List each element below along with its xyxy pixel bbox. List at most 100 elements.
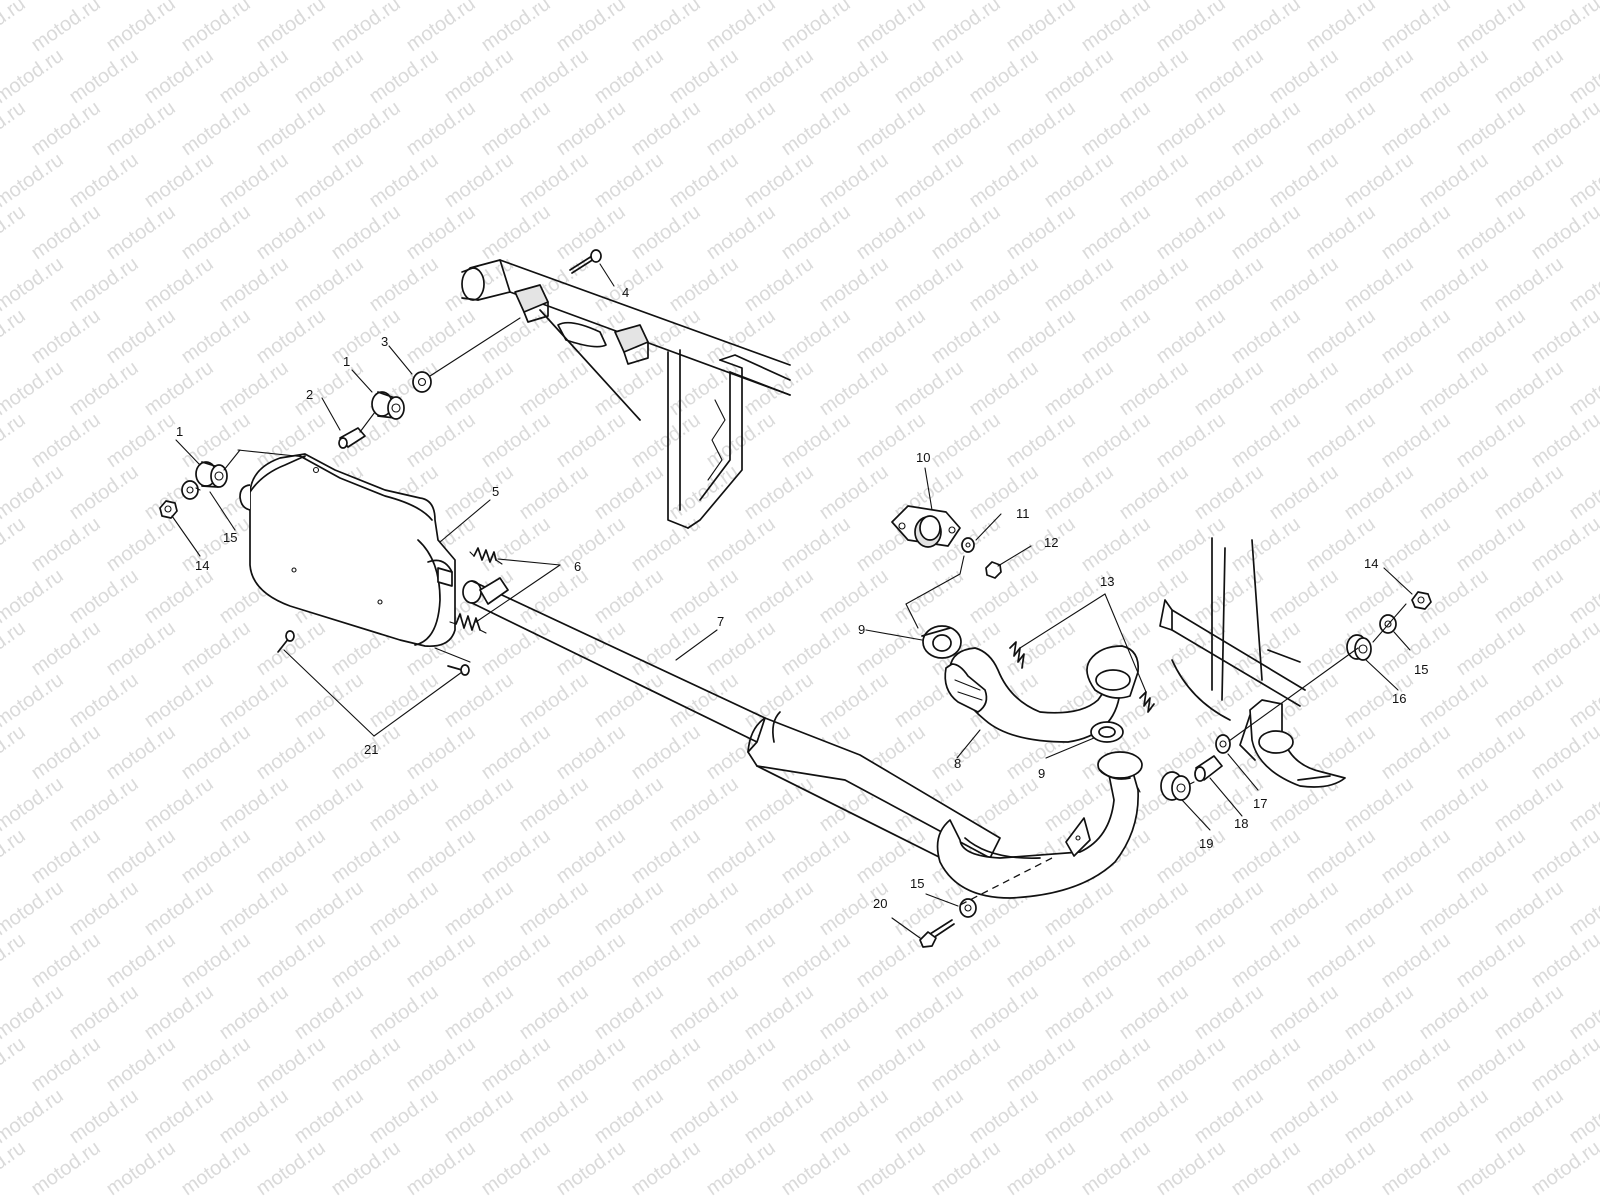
watermark-text: motod.ru: [477, 1137, 554, 1200]
watermark-text: motod.ru: [590, 45, 667, 108]
bolt-muffler-lower: [447, 664, 470, 676]
callout-18: 18: [1234, 816, 1248, 831]
watermark-text: motod.ru: [552, 97, 629, 160]
watermark-text: motod.ru: [740, 981, 817, 1044]
watermark-text: motod.ru: [327, 1033, 404, 1096]
watermark-text: motod.ru: [1340, 253, 1417, 316]
watermark-text: motod.ru: [1002, 1033, 1079, 1096]
watermark-text: motod.ru: [177, 617, 254, 680]
watermark-text: motod.ru: [102, 513, 179, 576]
watermark-text: motod.ru: [927, 201, 1004, 264]
watermark-text: motod.ru: [1227, 1137, 1304, 1200]
watermark-text: motod.ru: [552, 513, 629, 576]
watermark-text: motod.ru: [365, 253, 442, 316]
watermark-text: motod.ru: [1152, 929, 1229, 992]
watermark-text: motod.ru: [27, 825, 104, 888]
nut-right: [1411, 591, 1432, 610]
watermark-text: motod.ru: [215, 669, 292, 732]
watermark-text: motod.ru: [552, 721, 629, 784]
watermark-text: motod.ru: [1152, 201, 1229, 264]
watermark-text: motod.ru: [0, 201, 30, 264]
watermark-text: motod.ru: [627, 97, 704, 160]
watermark-text: motod.ru: [777, 929, 854, 992]
washer-left: [181, 480, 199, 500]
watermark-text: motod.ru: [215, 1085, 292, 1148]
watermark-text: motod.ru: [1265, 565, 1342, 628]
watermark-text: motod.ru: [140, 149, 217, 212]
watermark-text: motod.ru: [1527, 0, 1600, 56]
watermark-text: motod.ru: [0, 877, 68, 940]
watermark-text: motod.ru: [777, 1137, 854, 1200]
watermark-text: motod.ru: [1415, 461, 1492, 524]
bolt-muffler-upper: [277, 630, 295, 653]
watermark-text: motod.ru: [1002, 409, 1079, 472]
watermark-text: motod.ru: [815, 1085, 892, 1148]
watermark-text: motod.ru: [365, 773, 442, 836]
watermark-text: motod.ru: [1265, 1085, 1342, 1148]
watermark-text: motod.ru: [215, 253, 292, 316]
watermark-text: motod.ru: [1152, 0, 1229, 56]
watermark-text: motod.ru: [702, 825, 779, 888]
callout-4: 4: [622, 285, 629, 300]
watermark-text: motod.ru: [1152, 617, 1229, 680]
watermark-text: motod.ru: [65, 461, 142, 524]
nut-left: [159, 500, 178, 519]
watermark-text: motod.ru: [1527, 1137, 1600, 1200]
watermark-text: motod.ru: [927, 97, 1004, 160]
watermark-text: motod.ru: [477, 1033, 554, 1096]
watermark-text: motod.ru: [1565, 981, 1600, 1044]
watermark-text: motod.ru: [290, 45, 367, 108]
watermark-text: motod.ru: [552, 1137, 629, 1200]
watermark-text: motod.ru: [252, 1137, 329, 1200]
watermark-text: motod.ru: [702, 97, 779, 160]
watermark-text: motod.ru: [515, 877, 592, 940]
watermark-text: motod.ru: [440, 1085, 517, 1148]
watermark-text: motod.ru: [140, 253, 217, 316]
watermark-text: motod.ru: [1190, 1085, 1267, 1148]
watermark-text: motod.ru: [402, 929, 479, 992]
watermark-text: motod.ru: [1265, 461, 1342, 524]
watermark-text: motod.ru: [777, 513, 854, 576]
watermark-text: motod.ru: [590, 149, 667, 212]
watermark-text: motod.ru: [440, 357, 517, 420]
callout-13: 13: [1100, 574, 1114, 589]
watermark-text: motod.ru: [1490, 773, 1567, 836]
watermark-text: motod.ru: [702, 1033, 779, 1096]
watermark-text: motod.ru: [627, 513, 704, 576]
watermark-text: motod.ru: [402, 1137, 479, 1200]
watermark-text: motod.ru: [1190, 981, 1267, 1044]
watermark-text: motod.ru: [590, 773, 667, 836]
watermark-text: motod.ru: [27, 201, 104, 264]
grommet: [371, 391, 405, 420]
watermark-text: motod.ru: [215, 981, 292, 1044]
watermark-text: motod.ru: [1415, 253, 1492, 316]
watermark-text: motod.ru: [177, 721, 254, 784]
watermark-text: motod.ru: [1302, 1033, 1379, 1096]
grommet-lower: [195, 461, 228, 488]
watermark-text: motod.ru: [1415, 45, 1492, 108]
watermark-text: motod.ru: [1152, 1033, 1229, 1096]
watermark-text: motod.ru: [1452, 409, 1529, 472]
watermark-text: motod.ru: [1527, 409, 1600, 472]
watermark-text: motod.ru: [1415, 773, 1492, 836]
watermark-text: motod.ru: [290, 981, 367, 1044]
sleeve-mount: [1194, 755, 1223, 782]
watermark-text: motod.ru: [627, 0, 704, 56]
watermark-text: motod.ru: [65, 565, 142, 628]
callout-9-upper: 9: [858, 622, 865, 637]
bolt: [569, 249, 602, 274]
watermark-text: motod.ru: [552, 929, 629, 992]
watermark-text: motod.ru: [402, 825, 479, 888]
watermark-text: motod.ru: [890, 149, 967, 212]
watermark-text: motod.ru: [1152, 721, 1229, 784]
watermark-text: motod.ru: [1115, 357, 1192, 420]
watermark-text: motod.ru: [1490, 565, 1567, 628]
watermark-text: motod.ru: [965, 981, 1042, 1044]
watermark-text: motod.ru: [1002, 929, 1079, 992]
watermark-text: motod.ru: [1115, 45, 1192, 108]
watermark-text: motod.ru: [140, 1085, 217, 1148]
watermark-text: motod.ru: [1527, 617, 1600, 680]
watermark-text: motod.ru: [1527, 201, 1600, 264]
watermark-text: motod.ru: [1265, 877, 1342, 940]
callout-12: 12: [1044, 535, 1058, 550]
